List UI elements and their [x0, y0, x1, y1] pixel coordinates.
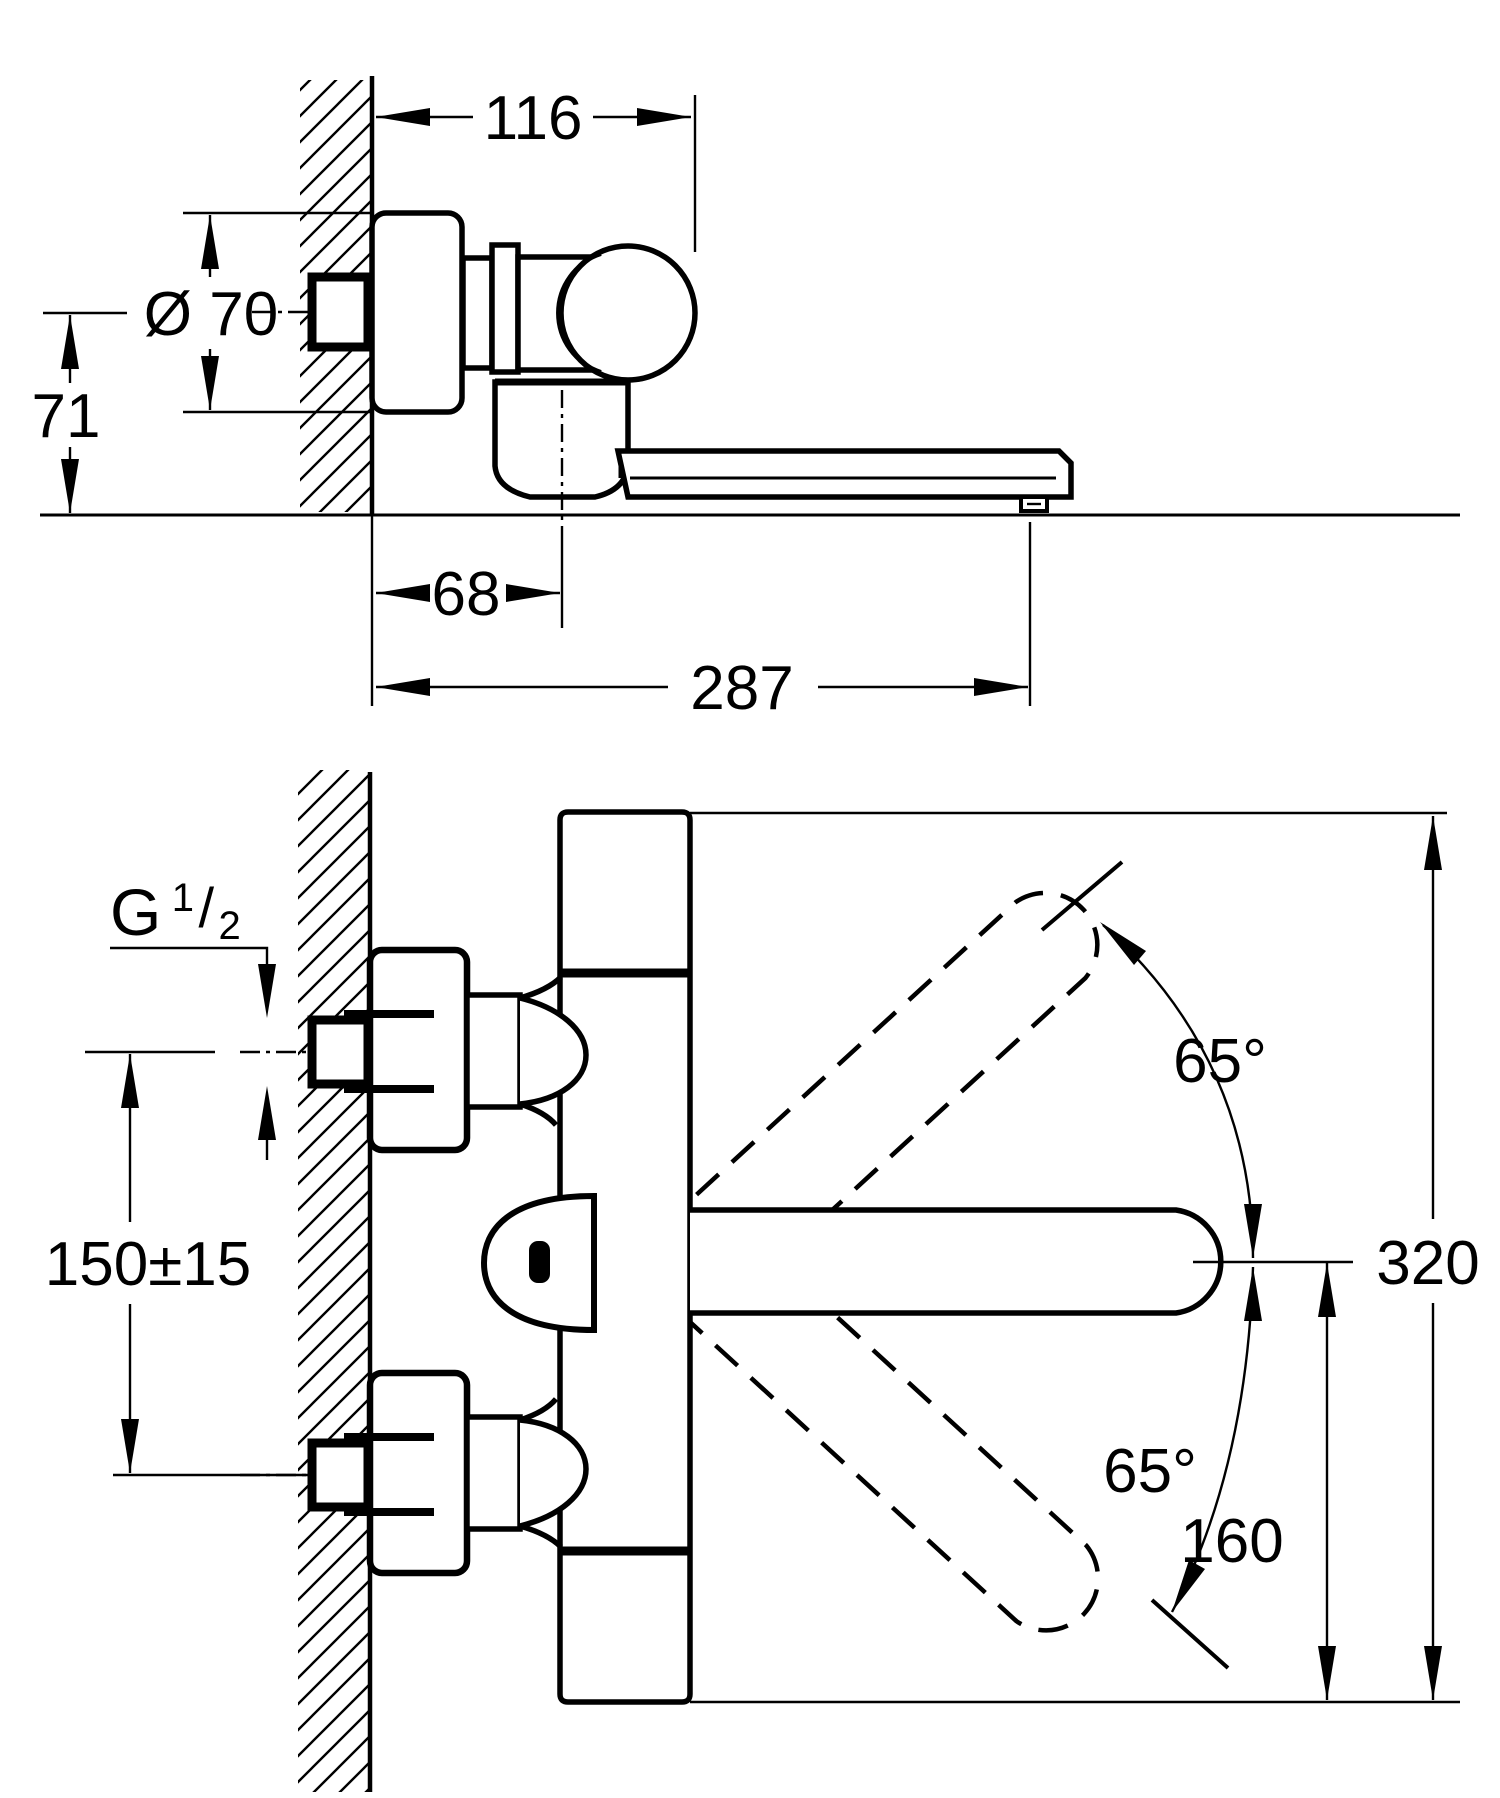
spout [614, 448, 1074, 500]
dimension-287: 287 [376, 522, 1032, 723]
dim-68-label: 68 [432, 560, 501, 629]
lower-connection [240, 1369, 589, 1577]
escutcheon [369, 210, 465, 415]
union-nut [460, 255, 495, 371]
dim-150-label: 150±15 [45, 1230, 251, 1299]
sensor-window [529, 1241, 550, 1283]
wall-hatch-plan [298, 770, 370, 1792]
dimension-dia70: Ø 70 [144, 211, 372, 414]
union-nut-lower [464, 1414, 523, 1532]
angle-arc-lower: 65° [1103, 1266, 1262, 1670]
union-nut-upper [464, 992, 523, 1110]
dim-71-label: 71 [32, 382, 101, 451]
dimension-g-half: G 1 / 2 [110, 875, 276, 1160]
escutcheon-plan-lower [366, 1369, 471, 1577]
angle-lower-label: 65° [1103, 1437, 1197, 1506]
dim-116-label: 116 [484, 84, 583, 153]
spout-swivel-lower [660, 1218, 1101, 1633]
knob-edge-arc [556, 252, 602, 374]
thread-fitting [307, 272, 373, 352]
spout-swivel-upper [659, 890, 1100, 1305]
thread-fitting-lower [307, 1438, 373, 1512]
dim-320-label: 320 [1376, 1229, 1479, 1298]
thread-fitting-upper [307, 1015, 373, 1089]
escutcheon-plan-upper [366, 946, 471, 1154]
body-block [489, 242, 521, 375]
angle-arc-upper: 65° [1040, 860, 1267, 1259]
dimension-116: 116 [376, 84, 697, 252]
spout-plan [690, 1207, 1224, 1316]
dimension-320: 320 [1376, 816, 1480, 1700]
dimension-68: 68 [376, 560, 560, 629]
side-view: 116 Ø 70 71 68 [32, 76, 1460, 723]
body-bar [557, 809, 693, 1705]
dim-dia70-label: Ø 70 [144, 280, 278, 349]
dim-287-label: 287 [690, 654, 793, 723]
dimension-71: 71 [32, 311, 127, 513]
dimension-160: 160 [1180, 1263, 1336, 1700]
angle-upper-label: 65° [1173, 1027, 1267, 1096]
dimension-150: 150±15 [45, 1050, 313, 1477]
dim-160-label: 160 [1180, 1507, 1283, 1576]
thread-label: G 1 / 2 [110, 875, 241, 949]
upper-connection [240, 946, 589, 1154]
plan-view: 65° 65° G 1 / 2 [45, 770, 1480, 1792]
